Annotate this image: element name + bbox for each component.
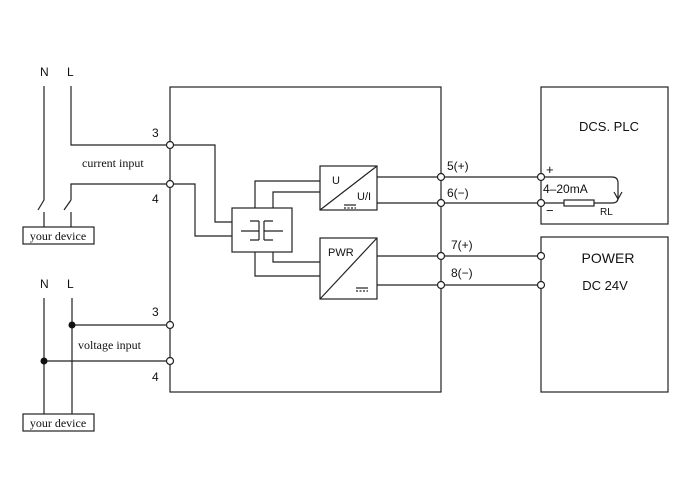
output-terminal-5: 5(+) (447, 159, 469, 173)
power-supply-box (540, 236, 669, 393)
supply-top-neutral-wire (37, 86, 45, 228)
internal-wire-iso-to-pwr-b (272, 252, 320, 263)
voltage-input-terminal-4: 4 (152, 370, 159, 384)
supply-bottom-line-label: L (67, 277, 74, 291)
power-supply: POWER DC 24V (540, 236, 669, 393)
terminal-power-minus (536, 280, 546, 290)
current-input-return-wire (70, 183, 170, 200)
terminal-dcs-plus (536, 172, 546, 182)
power-supply-title: POWER (582, 250, 635, 266)
junction-dot-line (68, 321, 76, 329)
dcs-plc: DCS. PLC + − 4–20mA RL (540, 86, 669, 225)
dcs-plc-minus: − (546, 203, 554, 218)
dcs-plc-title: DCS. PLC (579, 119, 639, 134)
internal-wire-input-b (170, 183, 232, 237)
voltage-input-terminal-3: 3 (152, 305, 159, 319)
power-module-label: PWR (328, 247, 354, 259)
junction-dot-neutral (40, 357, 48, 365)
terminal-voltage-4 (165, 356, 175, 366)
dcs-plc-signal: 4–20mA (543, 182, 588, 196)
output-terminal-7: 7(+) (451, 238, 473, 252)
current-input-terminal-3: 3 (152, 126, 159, 140)
internal-wire-iso-to-converter-a (254, 180, 320, 208)
terminal-out-7 (436, 251, 446, 261)
supply-top: N L (37, 65, 170, 228)
internal-wire-iso-to-converter-b (272, 191, 320, 208)
device-top-label: your device (30, 229, 86, 243)
voltage-input-label: voltage input (78, 338, 142, 352)
terminal-current-4 (165, 179, 175, 189)
ui-converter-label-ui: U/I (357, 191, 371, 203)
device-top-box (22, 226, 95, 245)
terminal-current-3 (165, 140, 175, 150)
terminal-voltage-3 (165, 320, 175, 330)
current-input-terminal-4: 4 (152, 192, 159, 206)
supply-bottom-neutral-label: N (40, 277, 49, 291)
power-supply-voltage: DC 24V (582, 278, 628, 293)
device-bottom-label: your device (30, 416, 86, 430)
isolation-transformer (231, 207, 293, 253)
isolator-module-enclosure (169, 86, 442, 393)
dcs-plc-plus: + (546, 162, 554, 177)
terminals (165, 140, 546, 366)
supply-bottom: N L (40, 277, 170, 414)
load-resistor (563, 199, 595, 207)
output-terminal-6: 6(−) (447, 186, 469, 200)
current-input-label: current input (82, 156, 144, 170)
power-module: PWR (319, 237, 378, 300)
internal-wire-input-a (170, 144, 232, 223)
ui-converter-diagonal (319, 165, 378, 211)
ui-converter: U U/I (319, 165, 378, 211)
supply-top-line-label: L (67, 65, 74, 79)
device-bottom-box (22, 413, 95, 432)
terminal-out-8 (436, 280, 446, 290)
output-terminal-8: 8(−) (451, 266, 473, 280)
ui-converter-label-u: U (332, 175, 340, 187)
isolation-transformer-box (231, 207, 293, 253)
terminal-dcs-minus (536, 198, 546, 208)
terminal-power-plus (536, 251, 546, 261)
supply-top-neutral-label: N (40, 65, 49, 79)
supply-top-line-wire (63, 86, 170, 228)
internal-wire-iso-to-pwr-a (254, 252, 320, 277)
terminal-out-6 (436, 198, 446, 208)
terminal-out-5 (436, 172, 446, 182)
dcs-plc-box (540, 86, 669, 225)
load-resistor-label: RL (600, 207, 613, 218)
dcs-plc-loop-arrow (613, 191, 623, 201)
power-module-diagonal (319, 237, 378, 300)
